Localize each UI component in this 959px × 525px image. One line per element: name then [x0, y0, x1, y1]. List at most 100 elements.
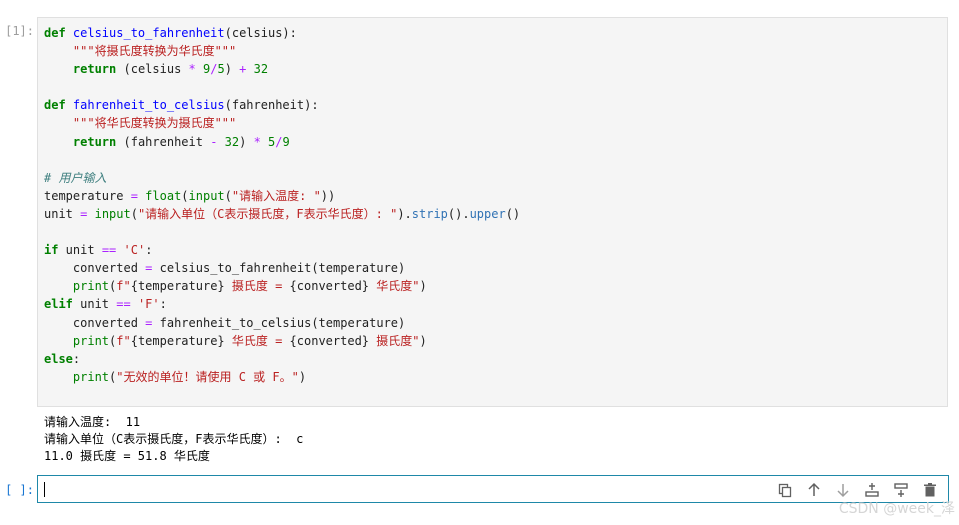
code-token: [261, 135, 268, 149]
code-line: unit = input("请输入单位（C表示摄氏度，F表示华氏度）: ").s…: [44, 205, 520, 223]
code-token: temperature: [44, 188, 131, 203]
code-line: return (fahrenheit - 32) * 5/9: [44, 133, 520, 151]
code-token: (celsius):: [224, 26, 297, 40]
code-token: (: [181, 188, 189, 203]
code-token: *: [188, 62, 196, 77]
code-token: =: [80, 206, 88, 221]
move-up-icon: [808, 482, 820, 496]
code-token: strip: [411, 206, 448, 221]
code-token: )): [320, 188, 336, 203]
delete-cell-icon: [924, 483, 936, 497]
code-token: celsius_to_fahrenheit: [72, 26, 225, 40]
text-cursor: [44, 482, 45, 497]
code-cell[interactable]: def celsius_to_fahrenheit(celsius): """将…: [37, 17, 948, 407]
code-token: {temperature}: [130, 279, 225, 294]
code-token: [44, 334, 73, 348]
code-token: [44, 279, 73, 293]
empty-code-cell[interactable]: [37, 475, 949, 503]
delete-cell-button[interactable]: [920, 480, 940, 500]
code-token: (: [109, 369, 117, 384]
code-token: celsius_to_fahrenheit(temperature): [152, 261, 406, 276]
code-token: fahrenheit_to_celsius: [72, 98, 225, 113]
code-token: (: [130, 206, 138, 221]
code-line: else:: [44, 350, 520, 368]
code-token: ).: [397, 206, 412, 221]
code-token: (fahrenheit: [116, 134, 211, 149]
code-token: /: [275, 134, 283, 149]
code-token: (: [109, 279, 117, 294]
code-line: [44, 151, 520, 169]
code-line: converted = celsius_to_fahrenheit(temper…: [44, 259, 520, 277]
code-token: upper: [469, 206, 506, 221]
code-token: [217, 135, 224, 149]
code-token: (): [505, 206, 521, 221]
code-token: /: [210, 62, 218, 77]
code-token: ): [419, 279, 427, 294]
output-line: 11.0 摄氏度 = 51.8 华氏度: [44, 449, 210, 463]
output-line: 请输入单位（C表示摄氏度，F表示华氏度）: c: [44, 432, 304, 446]
insert-above-icon: [865, 483, 879, 497]
code-line: print(f"{temperature} 华氏度 = {converted} …: [44, 332, 520, 350]
code-token: (: [224, 188, 232, 203]
code-token: (fahrenheit):: [224, 98, 319, 113]
code-token: =: [145, 315, 153, 330]
code-line: """将摄氏度转换为华氏度""": [44, 42, 520, 60]
code-token: def: [44, 98, 73, 113]
code-token: 'F': [137, 297, 160, 312]
code-token: input: [188, 188, 225, 203]
code-token: 9: [202, 62, 211, 77]
code-token: "无效的单位！请使用 C 或 F。": [116, 369, 299, 384]
insert-below-button[interactable]: [891, 480, 911, 500]
code-token: "请输入单位（C表示摄氏度，F表示华氏度）: ": [137, 206, 398, 221]
move-down-button[interactable]: [833, 480, 853, 500]
code-token: 5: [217, 62, 225, 77]
cell-prompt-empty: [ ]:: [5, 483, 34, 497]
code-token: [44, 370, 73, 384]
code-editor[interactable]: def celsius_to_fahrenheit(celsius): """将…: [44, 24, 520, 386]
code-token: {converted}: [289, 333, 370, 348]
code-token: {temperature}: [130, 333, 225, 348]
code-token: [116, 243, 123, 257]
code-token: print: [72, 369, 110, 384]
duplicate-cell-icon: [778, 483, 792, 498]
insert-below-icon: [894, 483, 908, 497]
code-token: """将摄氏度转换为华氏度""": [72, 44, 237, 59]
code-token: ==: [116, 297, 131, 312]
code-token: 5: [268, 134, 276, 149]
code-token: -: [210, 134, 218, 149]
code-token: ==: [101, 243, 117, 258]
code-line: print(f"{temperature} 摄氏度 = {converted} …: [44, 277, 520, 295]
move-down-icon: [837, 484, 849, 498]
code-line: if unit == 'C':: [44, 241, 520, 259]
insert-above-button[interactable]: [862, 480, 882, 500]
code-token: :: [159, 297, 167, 312]
code-token: else: [44, 351, 73, 366]
code-token: =: [145, 261, 153, 276]
move-up-button[interactable]: [804, 480, 824, 500]
code-token: 华氏度": [369, 279, 420, 294]
code-token: [246, 62, 253, 76]
cell-toolbar: [775, 480, 940, 500]
code-token: 摄氏度": [369, 333, 420, 348]
code-token: +: [239, 62, 247, 77]
code-token: converted: [44, 261, 146, 276]
code-token: [196, 62, 203, 76]
code-line: temperature = float(input("请输入温度: ")): [44, 187, 520, 205]
code-token: unit: [44, 206, 81, 221]
code-line: [44, 78, 520, 96]
code-token: 32: [224, 134, 240, 149]
code-line: converted = fahrenheit_to_celsius(temper…: [44, 314, 520, 332]
code-token: [44, 135, 73, 149]
code-token: if: [44, 243, 59, 258]
duplicate-cell-button[interactable]: [775, 480, 795, 500]
code-token: f": [116, 333, 131, 348]
code-token: {converted}: [289, 279, 370, 294]
code-token: =: [130, 188, 138, 203]
code-token: 32: [253, 62, 269, 77]
code-token: [87, 207, 94, 221]
code-token: return: [72, 134, 117, 149]
code-token: converted: [44, 315, 146, 330]
code-token: [44, 44, 73, 58]
